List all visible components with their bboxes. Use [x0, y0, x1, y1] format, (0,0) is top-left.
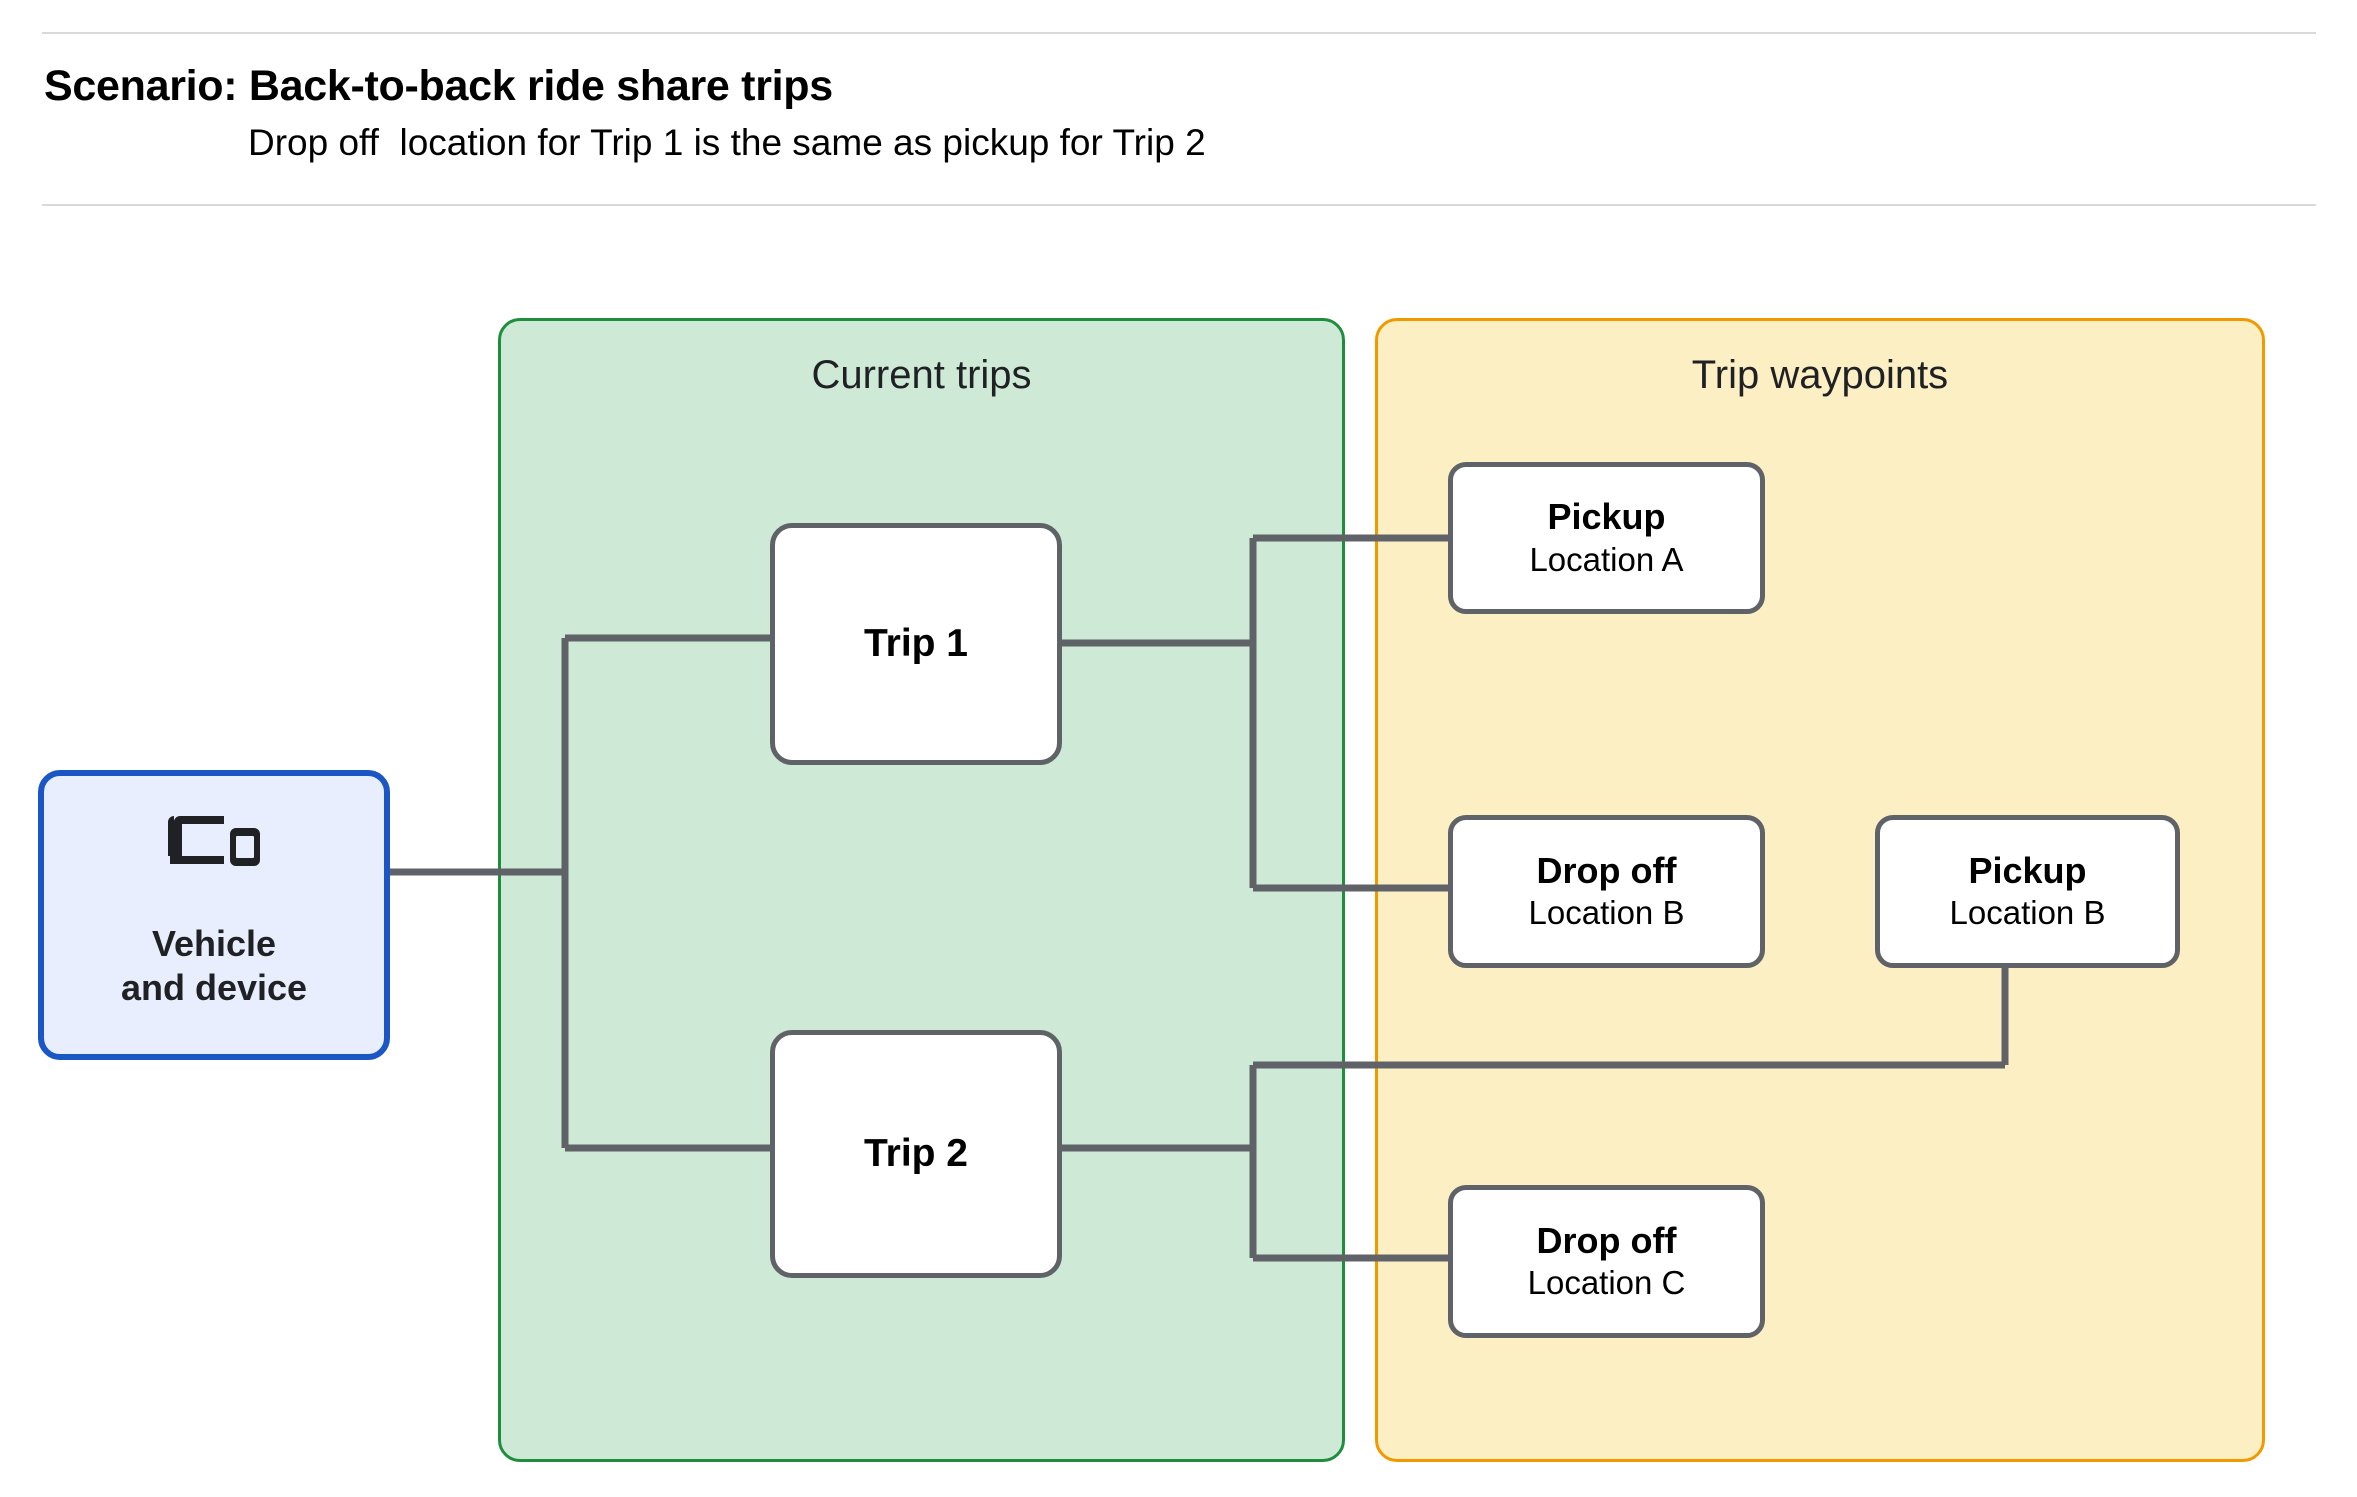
node-waypoint-pickup-a-title: Pickup [1547, 496, 1666, 538]
node-waypoint-dropoff-c-location: Location C [1527, 1264, 1686, 1302]
node-waypoint-dropoff-b-title: Drop off [1536, 849, 1677, 891]
node-vehicle-and-device[interactable]: Vehicle and device [38, 770, 390, 1060]
node-waypoint-dropoff-b[interactable]: Drop off Location B [1448, 815, 1765, 968]
devices-icon [168, 816, 260, 866]
header-divider-top [42, 32, 2316, 34]
node-waypoint-dropoff-b-location: Location B [1528, 894, 1685, 932]
group-trip-waypoints-label: Trip waypoints [1691, 353, 1949, 397]
node-waypoint-dropoff-c[interactable]: Drop off Location C [1448, 1185, 1765, 1338]
node-waypoint-pickup-b-location: Location B [1949, 894, 2106, 932]
node-vehicle-and-device-label: Vehicle and device [120, 923, 308, 1008]
header-divider-bottom [42, 204, 2316, 206]
node-trip-1-title: Trip 1 [863, 622, 969, 666]
node-waypoint-dropoff-c-title: Drop off [1536, 1219, 1677, 1261]
group-current-trips-label: Current trips [811, 353, 1032, 397]
group-current-trips: Current trips [498, 318, 1345, 1462]
node-waypoint-pickup-b-title: Pickup [1968, 849, 2087, 891]
node-trip-2-title: Trip 2 [863, 1132, 969, 1176]
page-title: Scenario: Back-to-back ride share trips [44, 62, 833, 110]
node-trip-1[interactable]: Trip 1 [770, 523, 1062, 765]
node-waypoint-pickup-b[interactable]: Pickup Location B [1875, 815, 2180, 968]
node-waypoint-pickup-a-location: Location A [1529, 540, 1684, 578]
node-trip-2[interactable]: Trip 2 [770, 1030, 1062, 1278]
page-subtitle: Drop off location for Trip 1 is the same… [248, 122, 1206, 163]
node-waypoint-pickup-a[interactable]: Pickup Location A [1448, 462, 1765, 614]
